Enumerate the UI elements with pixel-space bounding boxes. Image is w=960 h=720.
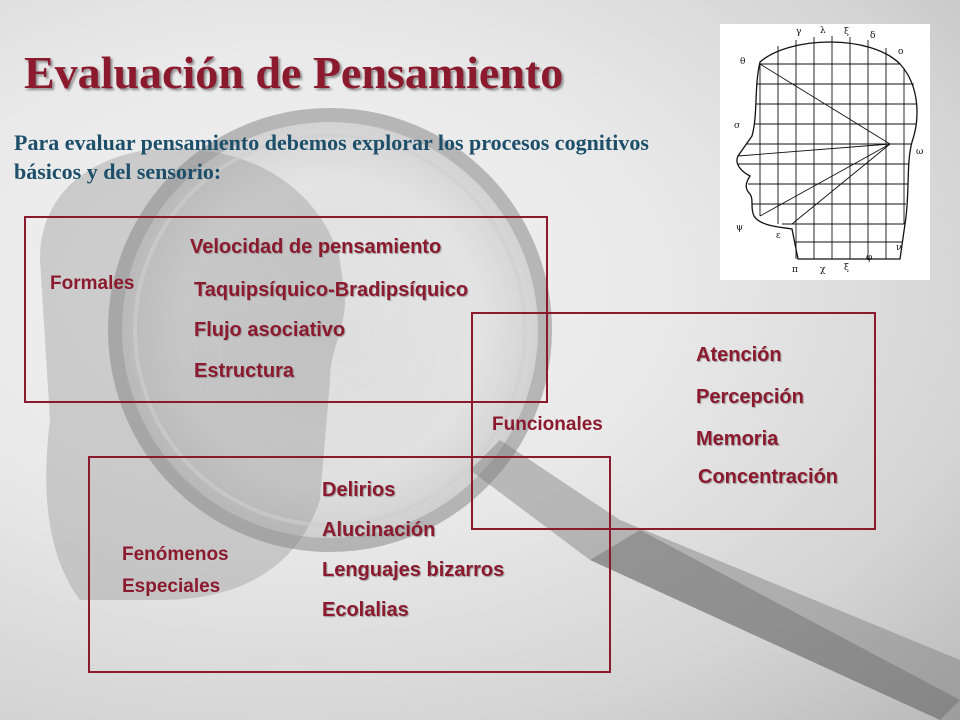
formales-item: Velocidad de pensamiento — [190, 236, 442, 258]
funcionales-item: Concentración — [698, 466, 839, 488]
category-funcionales: Funcionales — [492, 414, 603, 435]
fenomenos-item: Delirios — [322, 479, 396, 501]
subtitle: Para evaluar pensamiento debemos explora… — [14, 130, 649, 184]
funcionales-item: Memoria — [696, 428, 779, 450]
svg-text:χ: χ — [820, 265, 826, 275]
funcionales-item: Atención — [696, 344, 782, 366]
svg-text:ξ: ξ — [844, 263, 849, 273]
svg-text:ω: ω — [916, 147, 923, 157]
head-grid-illustration: γ λ ξ δ ο θ σ ω ψ ε π χ ξ φ ν — [720, 24, 930, 280]
svg-text:ν: ν — [896, 243, 901, 253]
category-fenomenos-line1: Fenómenos — [122, 544, 229, 565]
svg-text:δ: δ — [870, 31, 875, 41]
funcionales-item: Percepción — [696, 386, 804, 408]
formales-item: Flujo asociativo — [194, 319, 346, 341]
fenomenos-especiales-box — [88, 456, 611, 673]
formales-item: Estructura — [194, 360, 295, 382]
svg-text:ε: ε — [776, 231, 781, 241]
svg-text:ψ: ψ — [736, 223, 743, 233]
svg-text:φ: φ — [866, 253, 872, 263]
category-formales: Formales — [50, 273, 135, 294]
svg-text:λ: λ — [820, 26, 826, 36]
svg-text:γ: γ — [796, 27, 801, 37]
svg-text:σ: σ — [734, 121, 740, 131]
category-fenomenos-line2: Especiales — [122, 576, 221, 597]
fenomenos-item: Alucinación — [322, 519, 436, 541]
svg-text:π: π — [792, 265, 798, 275]
funcionales-box — [471, 312, 876, 530]
svg-text:ο: ο — [898, 47, 903, 57]
svg-text:ξ: ξ — [844, 27, 849, 37]
fenomenos-item: Lenguajes bizarros — [322, 559, 505, 581]
svg-text:θ: θ — [740, 57, 745, 67]
formales-item: Taquipsíquico-Bradipsíquico — [194, 279, 469, 301]
page-title: Evaluación de Pensamiento — [24, 47, 564, 98]
fenomenos-item: Ecolalias — [322, 599, 409, 621]
formales-box — [24, 216, 548, 403]
